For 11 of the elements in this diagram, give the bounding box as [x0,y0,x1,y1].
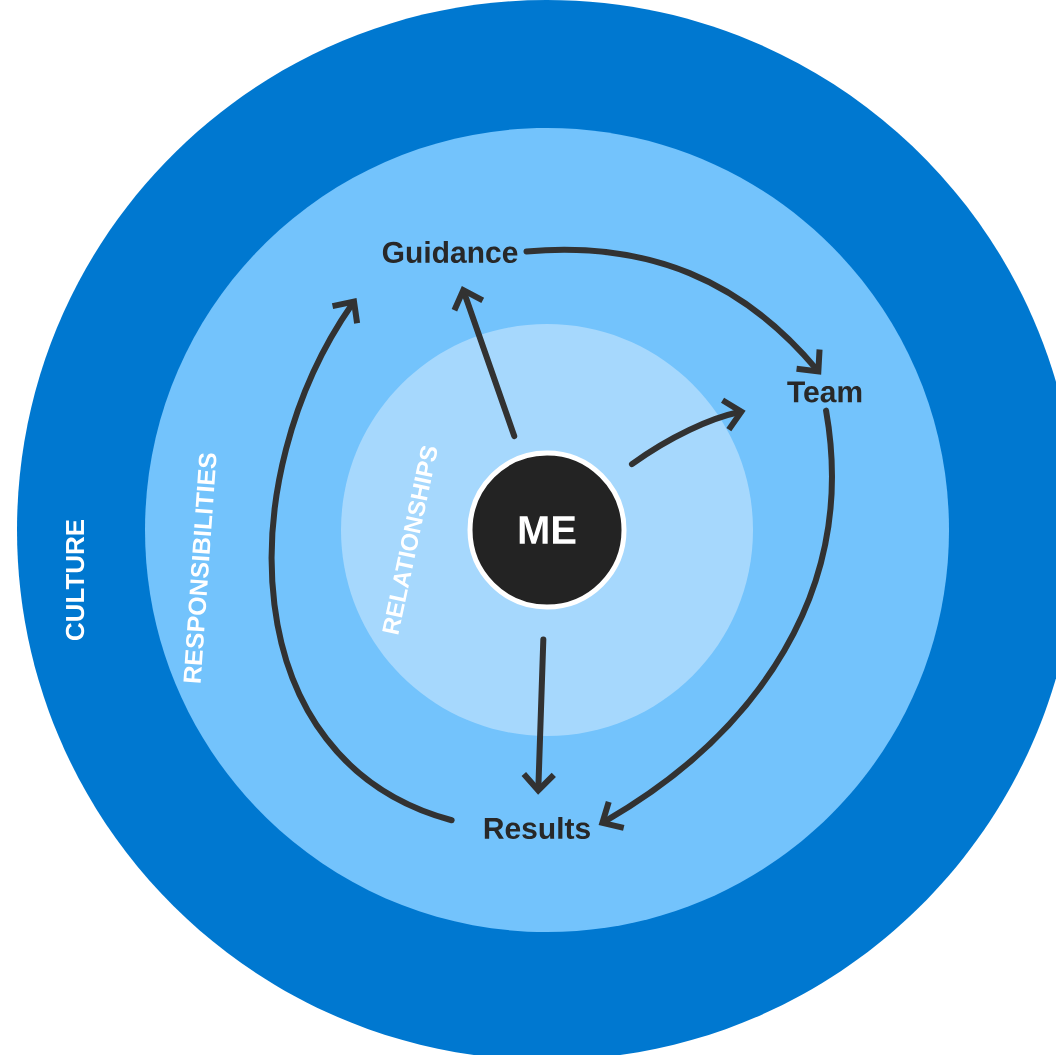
arrow [268,298,455,824]
ring-label: RESPONSIBILITIES [183,453,217,683]
arrow [628,397,746,468]
arrow [598,407,835,831]
ring-label: CULTURE [65,519,85,641]
step-label: Team [787,381,862,403]
step-label: Results [484,817,590,840]
step-label: Guidance [382,241,518,264]
arrow [523,246,823,375]
arrow [451,286,518,440]
arrow [521,636,556,795]
